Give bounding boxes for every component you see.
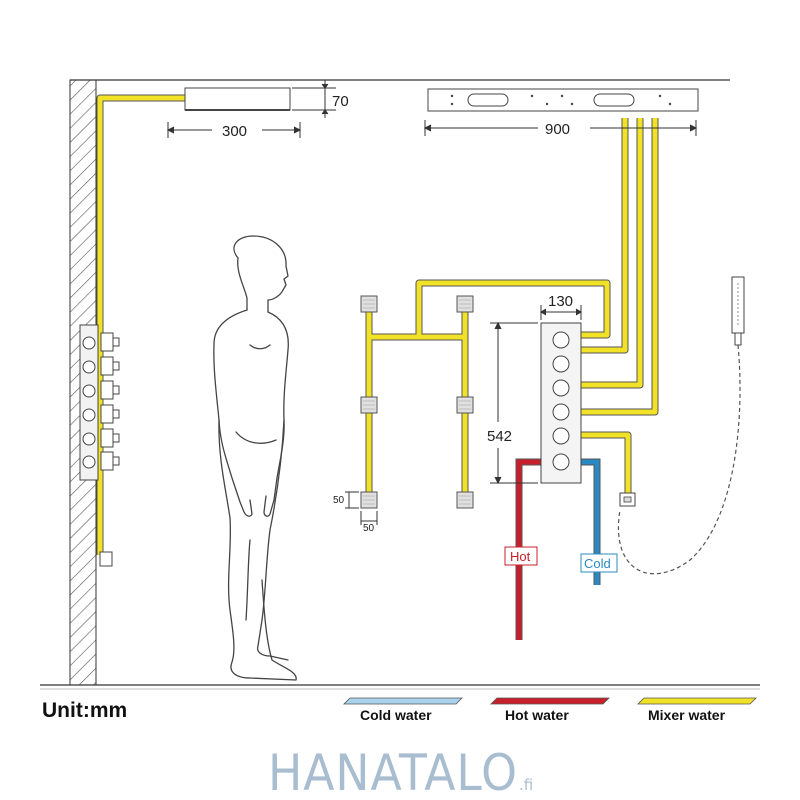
dimension-542 [490, 321, 538, 485]
wall-shower-column [79, 324, 120, 567]
dimension-900 [423, 120, 698, 136]
dim-rain-width: 900 [545, 121, 570, 138]
mixer-water-pipes [96, 94, 659, 555]
svg-text:Cold water: Cold water [360, 707, 432, 723]
dim-ceiling-width: 300 [222, 123, 247, 140]
hot-label: Hot [504, 546, 538, 566]
dim-valve-height: 542 [487, 428, 512, 445]
dimension-300 [166, 122, 302, 138]
legend-cold: Cold water [343, 697, 463, 723]
unit-label: Unit:mm [42, 699, 127, 722]
hand-shower [731, 276, 745, 346]
legend: Cold water Hot water Mixer water [343, 697, 757, 723]
dimension-jet [345, 491, 378, 525]
svg-text:Hot: Hot [510, 549, 531, 564]
ceiling-shower-head [184, 87, 291, 111]
brand-suffix: .fi [519, 776, 533, 794]
dim-valve-width: 130 [548, 293, 573, 310]
hose-outlet [619, 492, 636, 507]
dim-jet-height: 50 [333, 495, 345, 506]
dim-jet-width: 50 [363, 523, 375, 534]
legend-mixer: Mixer water [637, 697, 757, 723]
dim-ceiling-height: 70 [332, 93, 349, 110]
brand-name: HANATALO [268, 744, 518, 800]
svg-text:Hot water: Hot water [505, 707, 569, 723]
legend-hot: Hot water [490, 697, 610, 723]
svg-text:Mixer water: Mixer water [648, 707, 726, 723]
svg-text:Cold: Cold [584, 556, 611, 571]
cold-label: Cold [580, 553, 618, 573]
hand-shower-hose [617, 344, 741, 575]
thermostatic-valve [540, 322, 582, 484]
hot-water-pipe [515, 458, 548, 640]
dimension-130 [540, 305, 582, 320]
rain-shower-panel [427, 88, 699, 112]
dimension-70 [292, 80, 336, 118]
human-figure [213, 235, 297, 681]
brand-logo: HANATALO .fi [268, 744, 533, 800]
